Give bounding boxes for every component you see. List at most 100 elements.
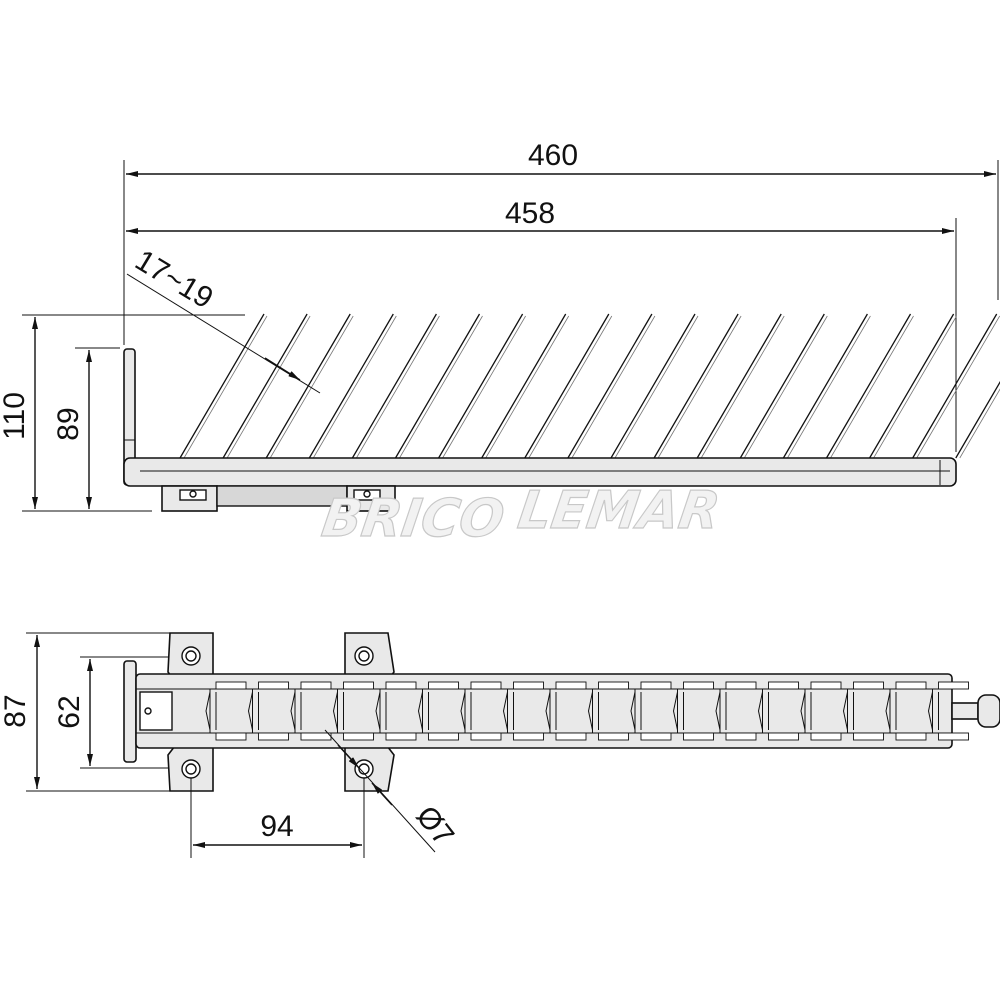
rail-notch: [428, 681, 459, 690]
tine-edge: [873, 315, 957, 459]
tine: [308, 313, 394, 459]
rail-notch: [768, 732, 799, 741]
rail-notch: [895, 681, 927, 690]
rail-segment: [545, 689, 557, 733]
rail-segment: [672, 689, 684, 733]
tine-edge: [657, 315, 742, 459]
tine-edge: [787, 315, 871, 459]
tine-edge: [183, 315, 268, 459]
watermark: BRICO LEMAR: [318, 481, 724, 550]
rail-notch: [895, 732, 927, 741]
tine-edge: [528, 315, 613, 459]
tine-edge: [399, 315, 483, 459]
rail-segment: [247, 689, 259, 733]
label-89: 89: [52, 407, 85, 440]
tine-edge: [571, 315, 656, 459]
rail-segment: [927, 689, 939, 733]
tine: [179, 313, 265, 459]
rail-notch: [385, 732, 417, 741]
rail-notch: [343, 681, 374, 690]
rail-notch: [598, 732, 629, 741]
tine-edge: [269, 315, 354, 459]
tine: [696, 313, 782, 459]
rail-segment: [375, 689, 387, 733]
rail-segment: [715, 689, 727, 733]
rail-notch: [300, 732, 332, 741]
tine: [912, 313, 998, 459]
tine-edge: [830, 315, 914, 459]
tine: [825, 313, 912, 459]
rail-notch: [215, 732, 247, 741]
label-460: 460: [528, 139, 578, 172]
rail-segment: [885, 689, 897, 733]
tines: [179, 313, 1000, 459]
tine: [394, 313, 481, 459]
rail-notch: [428, 732, 459, 741]
rail-notch: [683, 681, 714, 690]
rail-notch: [683, 732, 714, 741]
tine-edge: [700, 315, 785, 459]
rail-notch: [300, 681, 332, 690]
tine-edge: [916, 315, 1000, 459]
side-view: 460 458 110 89 17~19: [0, 139, 1000, 512]
rail-notch: [343, 732, 374, 741]
tine-edge: [356, 315, 440, 459]
tine-edge: [959, 388, 1000, 459]
tine: [782, 313, 868, 459]
label-110: 110: [0, 392, 31, 440]
rail-notch: [258, 681, 289, 690]
tine-edge: [442, 315, 526, 459]
rail-segment: [290, 689, 302, 733]
rail-segment: [757, 689, 769, 733]
pitch-arrow: [264, 357, 301, 381]
tine-edge: [226, 315, 311, 459]
rail-segment: [587, 689, 599, 733]
tine: [222, 313, 308, 459]
rail-notch: [725, 681, 757, 690]
rail-notch: [555, 732, 587, 741]
top-view: 87 62 94 Ø7: [0, 632, 1000, 858]
rail-notch: [853, 681, 884, 690]
tine: [653, 313, 739, 459]
label-458: 458: [505, 197, 555, 230]
rail-notch: [470, 732, 502, 741]
rail-segment: [842, 689, 854, 733]
rail-notch: [640, 681, 672, 690]
watermark-text-right: LEMAR: [514, 481, 723, 541]
tine: [955, 380, 1000, 459]
rail-notch: [513, 681, 544, 690]
tine-edge: [614, 315, 699, 459]
rail-notch: [385, 681, 417, 690]
rail-notch: [640, 732, 672, 741]
rail-segment: [502, 689, 514, 733]
tine: [610, 313, 696, 459]
tine-edge: [743, 315, 828, 459]
rail-notch: [810, 681, 842, 690]
tine: [739, 313, 825, 459]
rail-segment: [332, 689, 344, 733]
rail-segment: [800, 689, 812, 733]
pull-knob: [977, 694, 1000, 728]
tine: [481, 313, 567, 459]
rail-notch: [470, 681, 502, 690]
label-diameter-7: Ø7: [409, 800, 460, 852]
rail-notch: [258, 732, 289, 741]
rail-notch: [853, 732, 884, 741]
rail-segment: [205, 689, 217, 733]
tine: [869, 313, 955, 459]
tine-edge: [312, 315, 397, 459]
rail-notch: [513, 732, 544, 741]
rail-segment: [417, 689, 429, 733]
rail-notch: [938, 681, 969, 690]
pull-knob-shaft: [951, 702, 979, 720]
rail-segment: [460, 689, 472, 733]
rail-segment: [630, 689, 642, 733]
rail-notch: [598, 681, 629, 690]
label-94: 94: [260, 810, 293, 843]
watermark-text-left: BRICO: [318, 489, 508, 549]
end-plate-top-view: [123, 660, 137, 763]
rail-notch: [215, 681, 247, 690]
tine: [438, 313, 524, 459]
label-87: 87: [0, 694, 32, 727]
